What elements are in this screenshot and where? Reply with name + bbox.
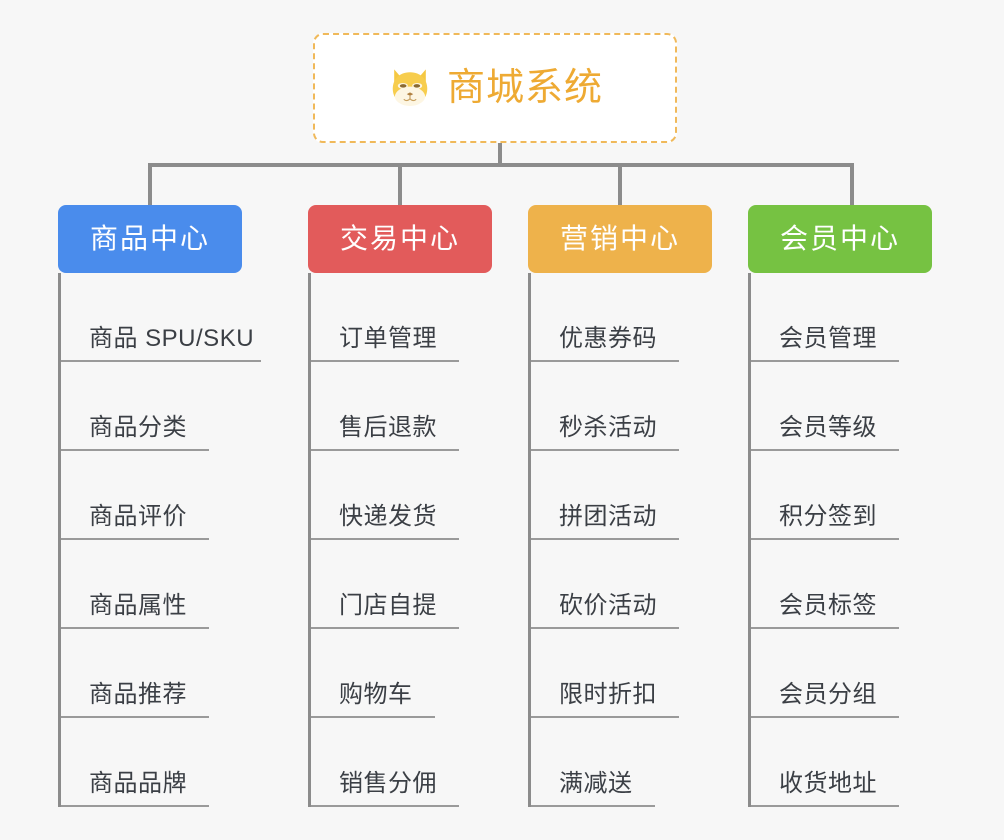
leaf-item[interactable]: 商品品牌 — [61, 718, 242, 807]
leaf-underline — [311, 627, 459, 629]
leaf-label: 商品 SPU/SKU — [89, 325, 255, 352]
leaf-item[interactable]: 商品 SPU/SKU — [61, 273, 261, 362]
leaf-underline — [531, 627, 679, 629]
connector-root-stem — [498, 143, 502, 165]
leaf-underline — [751, 360, 899, 362]
leaf-underline — [311, 805, 459, 807]
leaf-item[interactable]: 优惠券码 — [531, 273, 712, 362]
leaf-label: 销售分佣 — [339, 770, 437, 797]
leaf-item[interactable]: 秒杀活动 — [531, 362, 712, 451]
leaf-item[interactable]: 商品推荐 — [61, 629, 242, 718]
leaf-underline — [311, 449, 459, 451]
leaf-item[interactable]: 门店自提 — [311, 540, 492, 629]
leaf-item[interactable]: 积分签到 — [751, 451, 932, 540]
leaf-item[interactable]: 限时折扣 — [531, 629, 712, 718]
leaf-item[interactable]: 收货地址 — [751, 718, 932, 807]
leaf-underline — [531, 716, 679, 718]
leaf-underline — [751, 449, 899, 451]
leaf-list-2: 订单管理 售后退款 快递发货 门店自提 购物车 销售分佣 — [308, 273, 492, 807]
connector-drop-4 — [850, 163, 854, 207]
leaf-label: 收货地址 — [779, 770, 877, 797]
leaf-label: 会员标签 — [779, 592, 877, 619]
leaf-item[interactable]: 商品分类 — [61, 362, 242, 451]
leaf-label: 快递发货 — [339, 503, 437, 530]
leaf-underline — [531, 805, 655, 807]
leaf-list-4: 会员管理 会员等级 积分签到 会员标签 会员分组 收货地址 — [748, 273, 932, 807]
category-box-4[interactable]: 会员中心 — [748, 205, 932, 273]
branch-column-3: 营销中心 优惠券码 秒杀活动 拼团活动 砍价活动 限时折扣 满减送 — [528, 205, 712, 807]
leaf-underline — [751, 538, 899, 540]
leaf-underline — [311, 360, 459, 362]
leaf-label: 会员管理 — [779, 325, 877, 352]
leaf-underline — [61, 538, 209, 540]
leaf-item[interactable]: 会员标签 — [751, 540, 932, 629]
category-box-2[interactable]: 交易中心 — [308, 205, 492, 273]
leaf-label: 限时折扣 — [559, 681, 657, 708]
leaf-underline — [531, 538, 679, 540]
leaf-item[interactable]: 商品评价 — [61, 451, 242, 540]
leaf-underline — [751, 627, 899, 629]
leaf-label: 会员分组 — [779, 681, 877, 708]
leaf-item[interactable]: 销售分佣 — [311, 718, 492, 807]
leaf-item[interactable]: 商品属性 — [61, 540, 242, 629]
branch-column-2: 交易中心 订单管理 售后退款 快递发货 门店自提 购物车 销售分佣 — [308, 205, 492, 807]
leaf-underline — [61, 449, 209, 451]
branch-column-4: 会员中心 会员管理 会员等级 积分签到 会员标签 会员分组 收货地址 — [748, 205, 932, 807]
leaf-label: 商品分类 — [89, 414, 187, 441]
leaf-label: 会员等级 — [779, 414, 877, 441]
leaf-label: 积分签到 — [779, 503, 877, 530]
leaf-item[interactable]: 砍价活动 — [531, 540, 712, 629]
leaf-label: 满减送 — [559, 770, 633, 797]
leaf-list-1: 商品 SPU/SKU 商品分类 商品评价 商品属性 商品推荐 商品品牌 — [58, 273, 261, 807]
leaf-item[interactable]: 售后退款 — [311, 362, 492, 451]
leaf-list-3: 优惠券码 秒杀活动 拼团活动 砍价活动 限时折扣 满减送 — [528, 273, 712, 807]
leaf-label: 售后退款 — [339, 414, 437, 441]
connector-drop-1 — [148, 163, 152, 207]
category-box-1[interactable]: 商品中心 — [58, 205, 242, 273]
shiba-dog-icon — [392, 69, 428, 106]
leaf-item[interactable]: 订单管理 — [311, 273, 492, 362]
leaf-underline — [751, 716, 899, 718]
leaf-underline — [61, 627, 209, 629]
leaf-item[interactable]: 会员分组 — [751, 629, 932, 718]
category-label-2: 交易中心 — [339, 223, 460, 254]
leaf-label: 砍价活动 — [559, 592, 657, 619]
category-label-4: 会员中心 — [779, 223, 900, 254]
leaf-underline — [61, 360, 261, 362]
leaf-label: 商品推荐 — [89, 681, 187, 708]
leaf-underline — [61, 716, 209, 718]
leaf-underline — [311, 538, 459, 540]
category-label-3: 营销中心 — [559, 223, 680, 254]
leaf-underline — [531, 449, 679, 451]
leaf-label: 商品评价 — [89, 503, 187, 530]
leaf-item[interactable]: 购物车 — [311, 629, 492, 718]
category-box-3[interactable]: 营销中心 — [528, 205, 712, 273]
leaf-label: 商品品牌 — [89, 770, 187, 797]
leaf-underline — [531, 360, 679, 362]
leaf-label: 优惠券码 — [559, 325, 657, 352]
leaf-label: 门店自提 — [339, 592, 437, 619]
leaf-item[interactable]: 拼团活动 — [531, 451, 712, 540]
connector-drop-2 — [398, 163, 402, 207]
leaf-label: 秒杀活动 — [559, 414, 657, 441]
connector-drop-3 — [618, 163, 622, 207]
leaf-underline — [751, 805, 899, 807]
leaf-item[interactable]: 会员等级 — [751, 362, 932, 451]
leaf-label: 购物车 — [339, 681, 413, 708]
leaf-underline — [61, 805, 209, 807]
leaf-item[interactable]: 快递发货 — [311, 451, 492, 540]
leaf-item[interactable]: 会员管理 — [751, 273, 932, 362]
root-label: 商城系统 — [446, 67, 603, 109]
leaf-label: 订单管理 — [339, 325, 437, 352]
connector-bus — [148, 163, 854, 167]
root-node[interactable]: 商城系统 — [313, 33, 677, 143]
branch-column-1: 商品中心 商品 SPU/SKU 商品分类 商品评价 商品属性 商品推荐 商品品牌 — [58, 205, 261, 807]
leaf-underline — [311, 716, 435, 718]
leaf-label: 商品属性 — [89, 592, 187, 619]
category-label-1: 商品中心 — [89, 223, 210, 254]
leaf-item[interactable]: 满减送 — [531, 718, 712, 807]
leaf-label: 拼团活动 — [559, 503, 657, 530]
